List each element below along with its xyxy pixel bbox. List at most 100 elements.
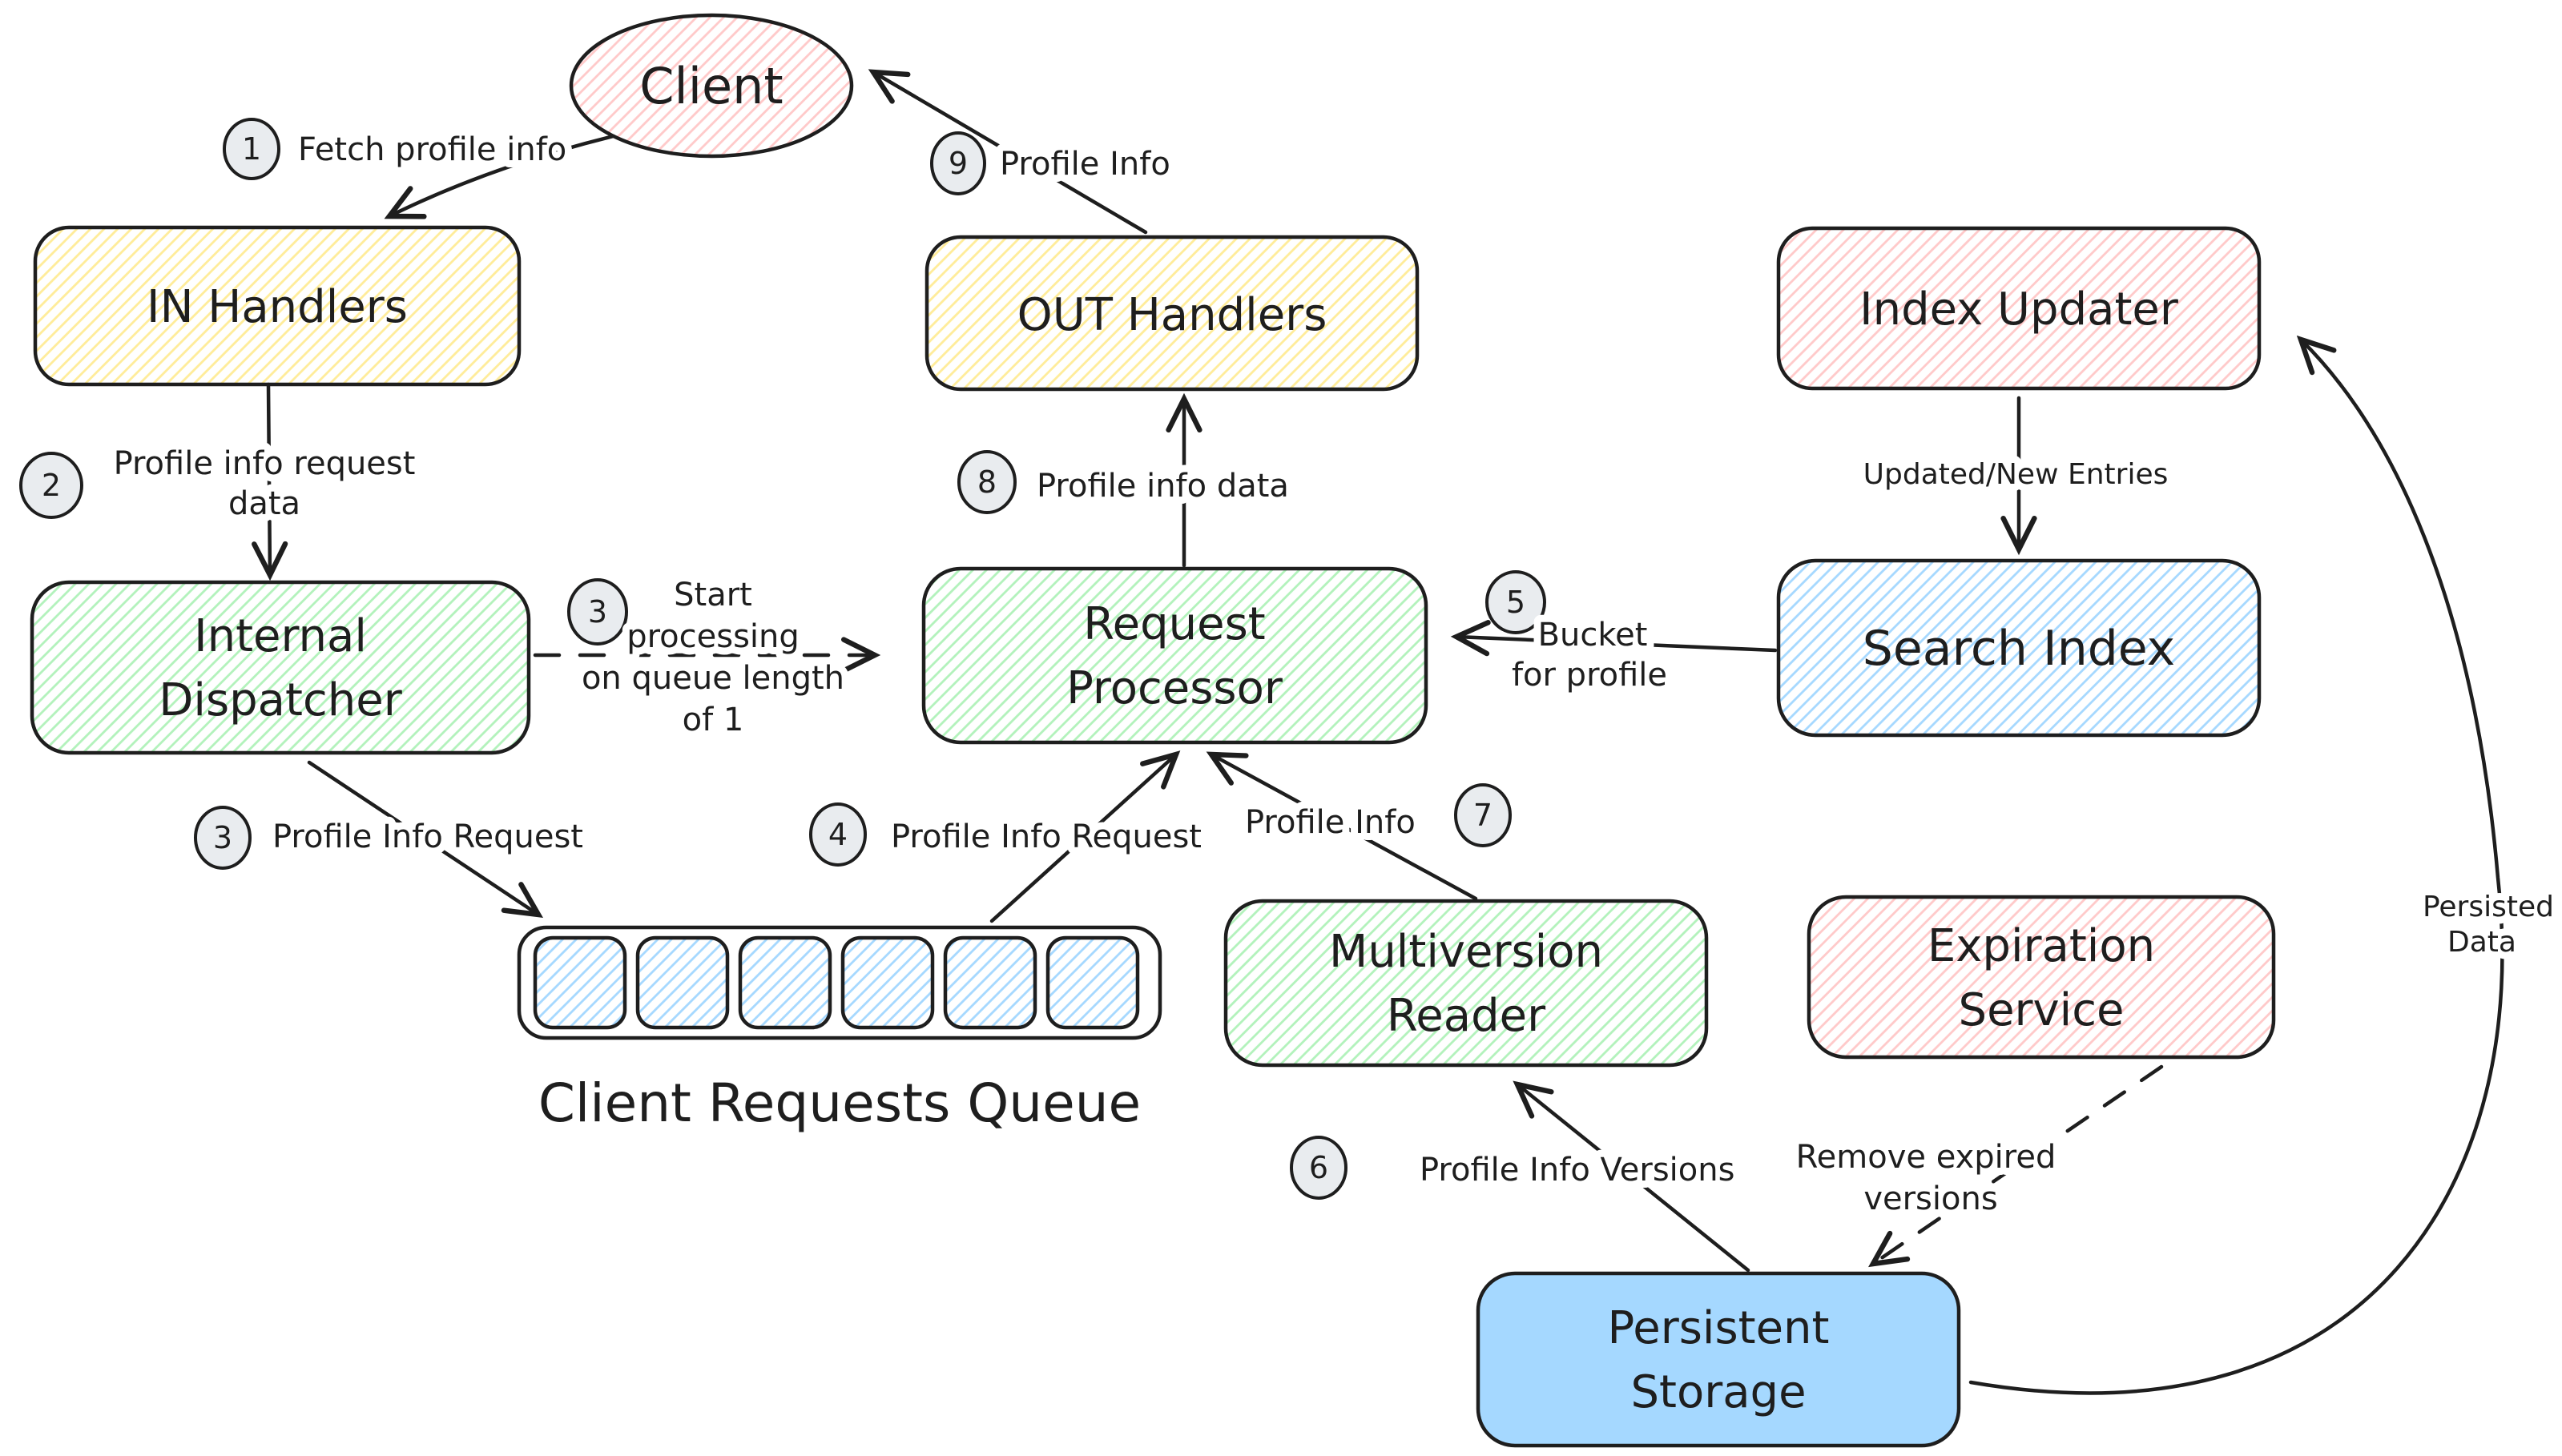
label-remove-expired-line2: versions bbox=[1863, 1180, 1997, 1217]
node-client-requests-queue: Client Requests Queue bbox=[517, 925, 1162, 1134]
label-bucket-for-profile-line2: for profile bbox=[1512, 657, 1667, 694]
queue-slot bbox=[840, 935, 935, 1030]
step-3-queue-badge: 3 bbox=[194, 806, 252, 870]
internal-dispatcher-label-line2: Dispatcher bbox=[159, 674, 402, 726]
step-1-badge: 1 bbox=[223, 118, 280, 180]
step-1-number: 1 bbox=[242, 131, 261, 167]
label-profile-info-versions: Profile Info Versions bbox=[1420, 1152, 1734, 1189]
step-3-queue-number: 3 bbox=[213, 820, 232, 855]
step-6-circle bbox=[1290, 1136, 1347, 1200]
search-index-label: Search Index bbox=[1863, 621, 2175, 677]
multiversion-reader-label-line1: Multiversion bbox=[1329, 926, 1603, 978]
node-persistent-storage: Persistent Storage bbox=[1476, 1271, 1961, 1448]
label-updated-new-entries: Updated/New Entries bbox=[1863, 458, 2169, 491]
step-7-circle bbox=[1454, 783, 1512, 847]
step-1-circle bbox=[223, 118, 280, 180]
request-processor-label-line2: Processor bbox=[1066, 662, 1283, 714]
queue-slot bbox=[635, 935, 730, 1030]
step-2-badge: 2 bbox=[19, 452, 83, 519]
step-2-number: 2 bbox=[42, 468, 61, 503]
edge-multiversion-to-processor bbox=[1206, 751, 1478, 901]
step-2-circle bbox=[19, 452, 83, 519]
queue-slot bbox=[943, 935, 1037, 1030]
client-shape bbox=[569, 13, 854, 159]
step-4-badge: 4 bbox=[809, 802, 867, 867]
edges bbox=[252, 69, 2504, 1395]
edge-in-handlers-to-dispatcher bbox=[252, 382, 288, 581]
label-profile-info-request-4: Profile Info Request bbox=[891, 818, 1202, 855]
step-3-start-number: 3 bbox=[588, 594, 607, 629]
label-start-processing-line2: processing bbox=[626, 618, 800, 655]
label-fetch-profile-info: Fetch profile info bbox=[298, 131, 566, 168]
step-5-circle bbox=[1485, 570, 1546, 634]
step-9-badge: 9 bbox=[930, 131, 986, 195]
label-bucket-for-profile-line1: Bucket bbox=[1538, 617, 1648, 654]
node-multiversion-reader: Multiversion Reader bbox=[1223, 899, 1709, 1068]
edge-expiration-to-storage-dashed bbox=[1868, 1064, 2164, 1268]
label-persisted-data-line2: Data bbox=[2447, 926, 2516, 959]
edge-storage-to-multiversion bbox=[1513, 1080, 1750, 1273]
step-8-circle bbox=[957, 450, 1017, 514]
step-8-badge: 8 bbox=[957, 450, 1017, 514]
label-start-processing-line3: on queue length bbox=[582, 660, 844, 697]
label-profile-info-request-data-line2: data bbox=[228, 485, 300, 522]
label-profile-info-request-data-line1: Profile info request bbox=[114, 445, 416, 482]
expiration-service-label-line2: Service bbox=[1959, 984, 2125, 1036]
node-client: Client bbox=[569, 13, 854, 159]
persistent-storage-label-line2: Storage bbox=[1630, 1366, 1806, 1418]
request-processor-label-line1: Request bbox=[1083, 598, 1265, 650]
multiversion-reader-label-line2: Reader bbox=[1387, 990, 1546, 1042]
step-6-number: 6 bbox=[1309, 1150, 1328, 1185]
step-4-number: 4 bbox=[828, 817, 848, 852]
edge-queue-to-processor bbox=[989, 750, 1181, 923]
step-3-start-circle bbox=[567, 578, 628, 646]
step-badges: 1 2 3 3 4 5 6 7 bbox=[19, 118, 1546, 1200]
label-remove-expired-line1: Remove expired bbox=[1796, 1139, 2056, 1176]
node-request-processor: Request Processor bbox=[921, 566, 1428, 745]
label-profile-info-data: Profile info data bbox=[1037, 468, 1289, 505]
edge-client-to-in-handlers bbox=[384, 134, 616, 219]
step-3-start-badge: 3 bbox=[567, 578, 628, 646]
internal-dispatcher-label-line1: Internal bbox=[194, 610, 367, 662]
out-handlers-shape bbox=[924, 235, 1420, 392]
queue-slot bbox=[533, 935, 627, 1030]
step-7-number: 7 bbox=[1473, 798, 1492, 833]
node-expiration-service: Expiration Service bbox=[1807, 895, 2276, 1060]
label-start-processing-line4: of 1 bbox=[683, 702, 744, 738]
out-handlers-label: OUT Handlers bbox=[1017, 289, 1327, 341]
label-profile-info-7: Profile Info bbox=[1245, 804, 1416, 841]
expiration-service-shape bbox=[1807, 895, 2276, 1060]
index-updater-shape bbox=[1776, 226, 2262, 391]
client-label: Client bbox=[639, 57, 784, 115]
edge-labels: Fetch profile info Profile info request … bbox=[107, 124, 2561, 1225]
label-profile-info-request-3: Profile Info Request bbox=[272, 818, 583, 855]
edge-dispatcher-to-queue bbox=[307, 760, 544, 918]
step-5-number: 5 bbox=[1506, 585, 1525, 620]
node-search-index: Search Index bbox=[1776, 558, 2262, 738]
expiration-service-label-line1: Expiration bbox=[1928, 920, 2155, 972]
request-processor-shape bbox=[921, 566, 1428, 745]
step-9-number: 9 bbox=[949, 146, 968, 181]
internal-dispatcher-shape bbox=[30, 580, 531, 755]
step-6-badge: 6 bbox=[1290, 1136, 1347, 1200]
step-5-badge: 5 bbox=[1485, 570, 1546, 634]
edge-storage-to-index-updater-curve bbox=[1968, 335, 2504, 1395]
edge-search-index-to-processor bbox=[1450, 620, 1778, 657]
queue-slot bbox=[738, 935, 832, 1030]
step-4-circle bbox=[809, 802, 867, 867]
label-profile-info-9: Profile Info bbox=[1000, 146, 1170, 183]
queue-slot bbox=[1045, 935, 1140, 1030]
node-index-updater: Index Updater bbox=[1776, 226, 2262, 391]
queue-title: Client Requests Queue bbox=[538, 1072, 1141, 1134]
persistent-storage-label-line1: Persistent bbox=[1607, 1302, 1829, 1354]
search-index-shape bbox=[1776, 558, 2262, 738]
index-updater-label: Index Updater bbox=[1859, 284, 2179, 336]
step-8-number: 8 bbox=[977, 465, 997, 500]
node-internal-dispatcher: Internal Dispatcher bbox=[30, 580, 531, 755]
step-3-queue-circle bbox=[194, 806, 252, 870]
step-7-badge: 7 bbox=[1454, 783, 1512, 847]
in-handlers-label: IN Handlers bbox=[147, 281, 408, 333]
multiversion-reader-shape bbox=[1223, 899, 1709, 1068]
